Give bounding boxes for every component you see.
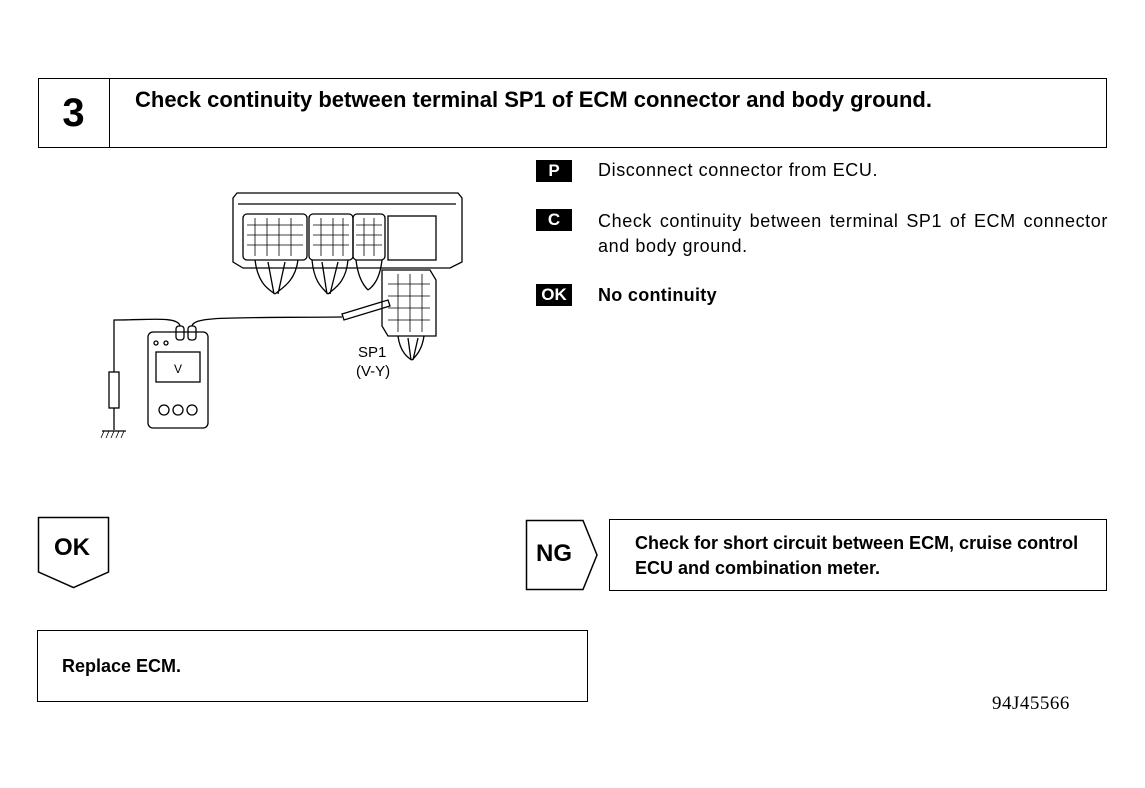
prepare-badge: P — [536, 160, 572, 182]
ng-action-box — [609, 519, 1107, 591]
figure-code: 94J45566 — [992, 693, 1070, 714]
ecm-housing — [232, 192, 463, 269]
check-instruction: Check continuity between terminal SP1 of… — [598, 211, 1108, 256]
meter-label: V — [174, 362, 182, 376]
step-number: 3 — [38, 78, 110, 148]
ok-action-text: Replace ECM. — [62, 656, 182, 676]
step-title: Check continuity between terminal SP1 of… — [135, 87, 932, 112]
ok-action-box — [37, 630, 588, 702]
ng-action-text: Check for short circuit between ECM, cru… — [635, 533, 1079, 578]
prepare-instruction: Disconnect connector from ECU. — [598, 160, 879, 180]
terminal-label: SP1 — [358, 344, 387, 361]
voltmeter-display — [155, 351, 201, 383]
ng-tag-shape — [525, 519, 598, 591]
ok-criteria: No continuity — [598, 285, 717, 305]
ecm-connector-d — [387, 215, 437, 261]
ecm-connector-b — [308, 213, 354, 261]
check-badge: C — [536, 209, 572, 231]
ok-label: OK — [54, 534, 90, 561]
wire-color-label: (V-Y) — [356, 363, 391, 380]
ecm-connector-c — [352, 213, 386, 261]
ecm-connector-a — [242, 213, 308, 261]
voltmeter — [147, 331, 209, 429]
ecm-continuity-diagram: V — [100, 192, 463, 439]
step-header — [38, 78, 1107, 148]
ng-label: NG — [536, 540, 572, 567]
ok-tag-shape — [37, 516, 110, 589]
tester-probe — [341, 299, 391, 321]
ok-badge: OK — [536, 284, 572, 306]
harness-connector — [381, 269, 437, 337]
ground-probe — [108, 371, 120, 409]
